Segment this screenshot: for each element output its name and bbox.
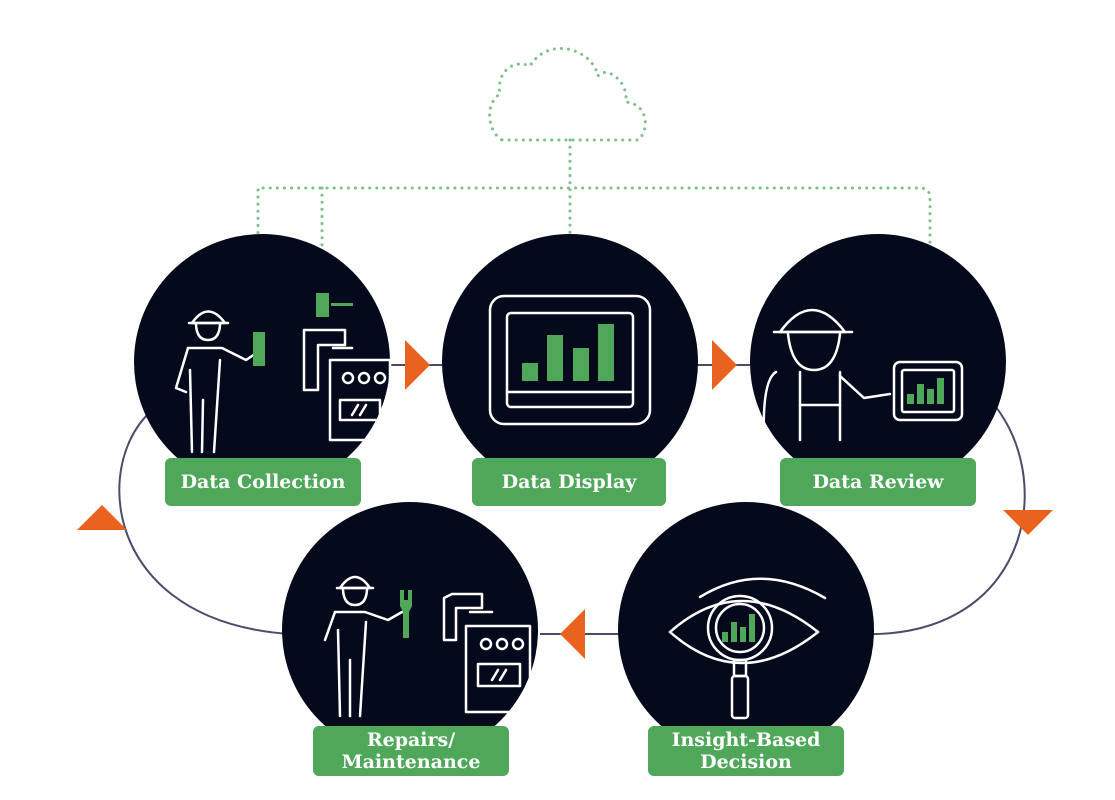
cloud-icon: [488, 47, 647, 142]
step-label-data-collection: Data Collection: [165, 458, 361, 506]
arrow-left-icon: [560, 609, 585, 659]
cloud-network: [256, 47, 932, 360]
step-label-insight-based-decision: Insight-Based Decision: [648, 726, 844, 776]
arrow-right-icon: [712, 340, 737, 390]
arrow-down-icon: [1003, 510, 1053, 535]
circle-data-review: [750, 234, 1006, 490]
arrow-up-icon: [77, 505, 127, 530]
worker-with-machine-icon: [174, 310, 392, 454]
sensor-icon: [316, 293, 329, 317]
monitor-chart-icon: [488, 294, 652, 426]
circle-repairs: [282, 502, 538, 758]
sensor-icon: [253, 332, 265, 366]
step-label-data-review: Data Review: [780, 458, 976, 506]
device-indicators: [253, 293, 353, 366]
worker-with-wrench-icon: [323, 575, 532, 718]
step-label-data-display: Data Display: [472, 458, 666, 506]
circle-data-display: [442, 234, 698, 490]
right-loop-line: [859, 389, 1026, 636]
eye-magnifier-icon: [668, 577, 827, 720]
step-label-repairs-maintenance: Repairs/ Maintenance: [313, 726, 509, 776]
arrow-right-icon: [405, 340, 430, 390]
wrench-icon: [400, 590, 412, 638]
worker-with-tablet-icon: [762, 308, 964, 442]
flow-arrows: [77, 340, 1053, 659]
